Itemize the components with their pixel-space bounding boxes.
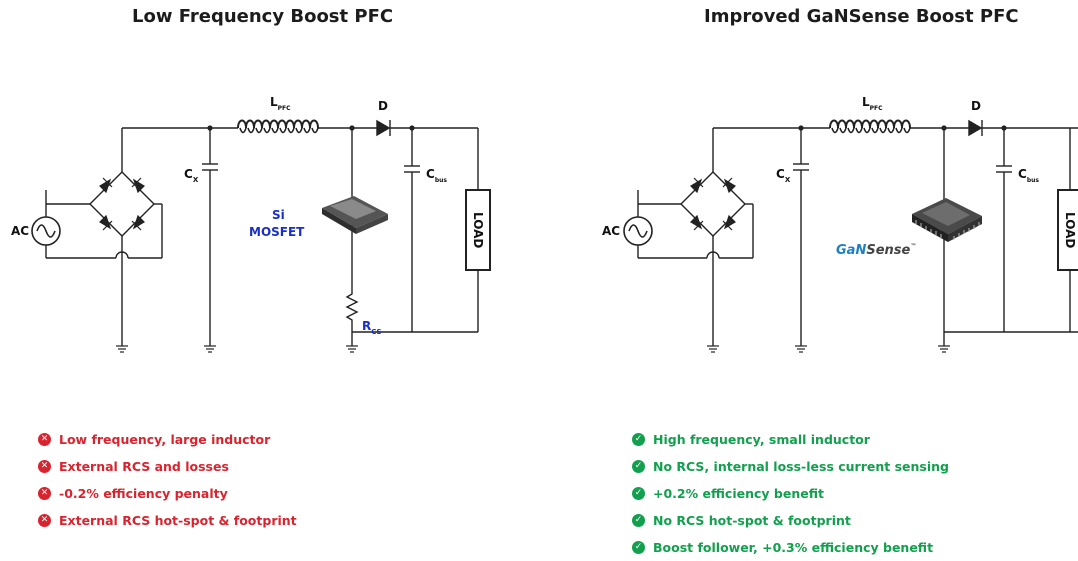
list-item: ✓Boost follower, +0.3% efficiency benefi…	[632, 534, 949, 561]
left-mosfet-chip	[322, 196, 388, 234]
right-gansense-chip	[912, 198, 982, 242]
left-bullet-list: ✕Low frequency, large inductor ✕External…	[38, 426, 297, 534]
right-load-box	[1057, 189, 1078, 271]
list-item: ✕-0.2% efficiency penalty	[38, 480, 297, 507]
list-item: ✓No RCS hot-spot & footprint	[632, 507, 949, 534]
right-schematic	[637, 127, 1078, 346]
list-item: ✓No RCS, internal loss-less current sens…	[632, 453, 949, 480]
left-load-box	[465, 189, 491, 271]
check-circle-icon: ✓	[632, 460, 645, 473]
left-si-label: Si	[272, 208, 285, 222]
right-inductor	[829, 119, 911, 134]
list-item: ✕External RCS hot-spot & footprint	[38, 507, 297, 534]
left-mosfet-label: MOSFET	[249, 225, 305, 239]
check-circle-icon: ✓	[632, 433, 645, 446]
right-panel-title: Improved GaNSense Boost PFC	[704, 6, 1019, 27]
check-circle-icon: ✓	[632, 487, 645, 500]
left-bridge-diodes	[99, 177, 145, 231]
left-load-label: LOAD	[471, 212, 485, 248]
list-item: ✕Low frequency, large inductor	[38, 426, 297, 453]
left-ac-source-icon	[31, 216, 61, 246]
left-inductor	[237, 119, 319, 134]
right-output-diode	[968, 119, 983, 137]
x-circle-icon: ✕	[38, 514, 51, 527]
left-rcs-label: RCS	[362, 319, 382, 336]
gansense-logo: GaNSense™	[836, 243, 916, 258]
list-item: ✓+0.2% efficiency benefit	[632, 480, 949, 507]
left-cx-label: CX	[184, 167, 199, 184]
list-item: ✓High frequency, small inductor	[632, 426, 949, 453]
right-d-label: D	[971, 99, 981, 113]
x-circle-icon: ✕	[38, 487, 51, 500]
right-junction-dots	[798, 125, 1007, 131]
right-bullet-list: ✓High frequency, small inductor ✓No RCS,…	[632, 426, 949, 561]
list-item: ✕External RCS and losses	[38, 453, 297, 480]
left-panel-title: Low Frequency Boost PFC	[132, 6, 394, 27]
check-circle-icon: ✓	[632, 514, 645, 527]
left-lpfc-label: LPFC	[270, 95, 291, 112]
x-circle-icon: ✕	[38, 460, 51, 473]
left-cbus-label: Cbus	[426, 167, 447, 184]
left-junction-dots	[207, 125, 415, 131]
left-ac-label: AC	[11, 224, 29, 238]
x-circle-icon: ✕	[38, 433, 51, 446]
left-d-label: D	[378, 99, 388, 113]
right-bridge-diodes	[690, 177, 736, 231]
right-cbus-label: Cbus	[1018, 167, 1039, 184]
left-rcs-resistor	[345, 290, 359, 328]
right-lpfc-label: LPFC	[862, 95, 883, 112]
right-cx-label: CX	[776, 167, 791, 184]
left-output-diode	[376, 119, 391, 137]
right-ac-source-icon	[623, 216, 653, 246]
right-load-label: LOAD	[1063, 212, 1077, 248]
check-circle-icon: ✓	[632, 541, 645, 554]
right-ac-label: AC	[602, 224, 620, 238]
